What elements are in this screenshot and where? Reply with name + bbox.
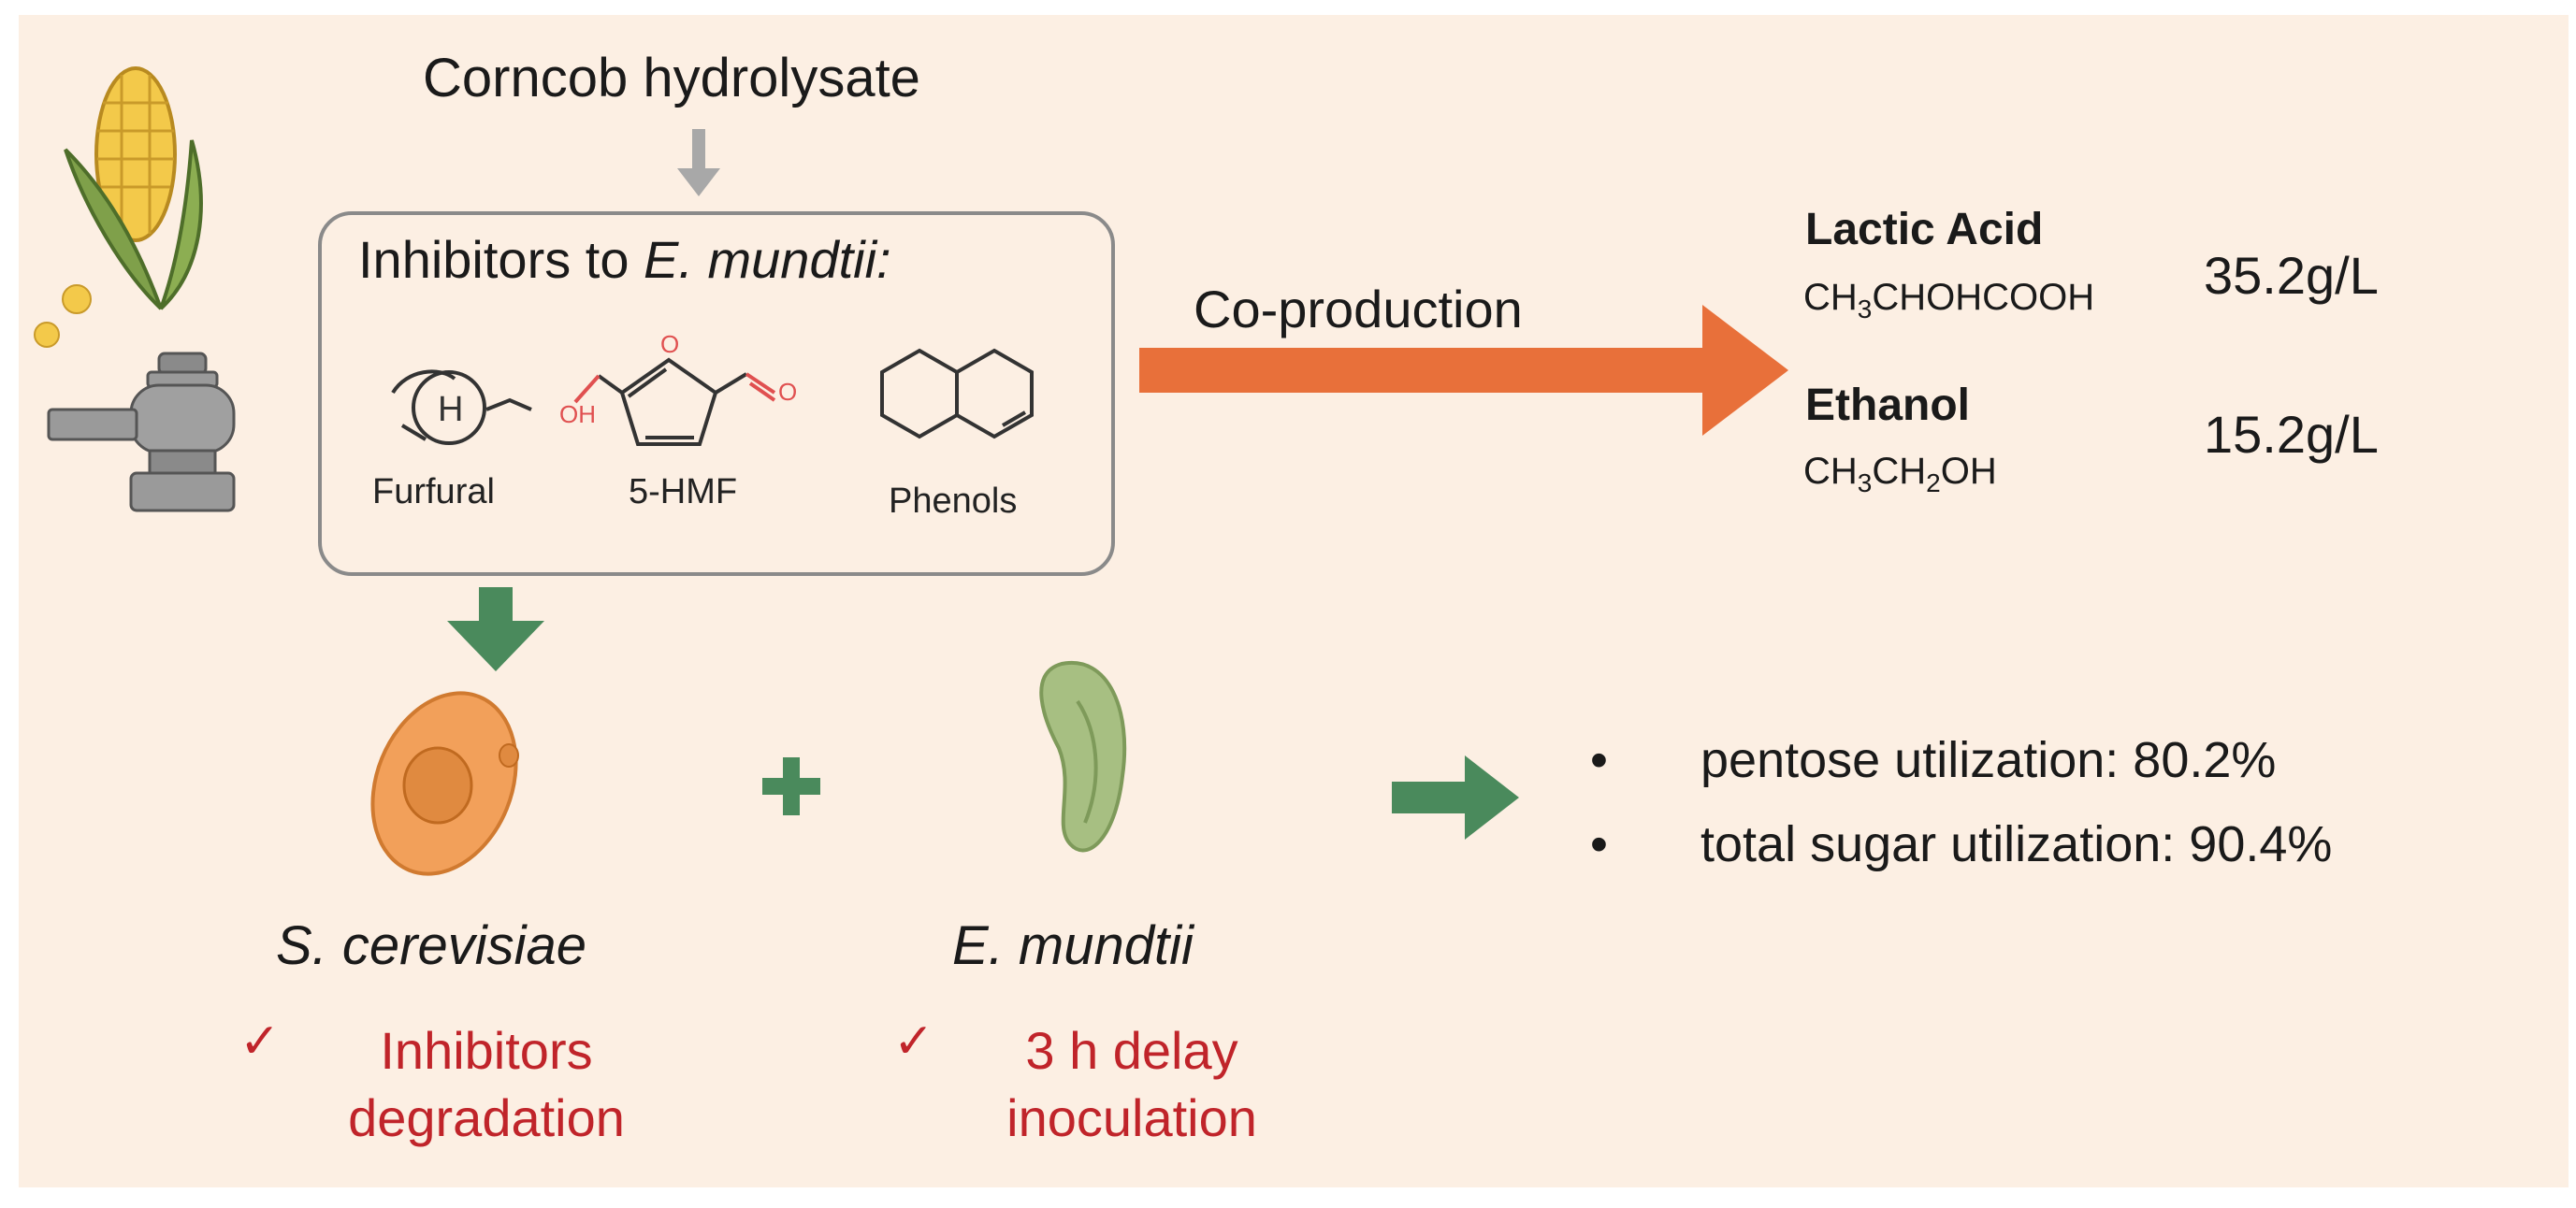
- result-bullet-2: •: [1590, 816, 1608, 872]
- input-arrow: [677, 129, 720, 196]
- plus-icon: [762, 757, 820, 815]
- result-item-pentose: pentose utilization: 80.2%: [1700, 732, 2277, 788]
- yeast-note: Inhibitors degradation: [309, 1017, 664, 1152]
- inhibitors-box: [318, 211, 1115, 576]
- grinder-icon: [47, 352, 236, 512]
- yeast-cell-icon: [370, 691, 519, 876]
- product-value-lactic: 35.2g/L: [2204, 246, 2379, 305]
- result-bullet-1: •: [1590, 732, 1608, 788]
- yeast-note-line2: degradation: [348, 1088, 625, 1147]
- bacterium-note-line2: inoculation: [1006, 1088, 1257, 1147]
- result-item-total-sugar: total sugar utilization: 90.4%: [1700, 816, 2333, 872]
- bacterium-check-icon: ✓: [893, 1014, 934, 1069]
- down-arrow: [447, 587, 544, 671]
- bacterium-icon: [1039, 660, 1127, 853]
- molecule-label-hmf: 5-HMF: [629, 472, 738, 511]
- hmf-oh-glyph: OH: [559, 400, 596, 428]
- yeast-note-line1: Inhibitors: [380, 1021, 593, 1080]
- organism-bacterium-name: E. mundtii: [952, 915, 1194, 976]
- coproduction-arrow: [1139, 305, 1788, 436]
- hmf-o-ald-glyph: O: [778, 378, 797, 406]
- inhibitors-title-prefix: Inhibitors to: [358, 230, 644, 289]
- product-formula-ethanol: CH3CH2OH: [1803, 451, 1997, 497]
- organism-yeast-name: S. cerevisiae: [276, 915, 587, 976]
- hmf-structure: [573, 357, 776, 446]
- yeast-check-icon: ✓: [239, 1014, 281, 1069]
- inhibitors-title: Inhibitors to E. mundtii:: [358, 229, 891, 290]
- hmf-o-ring-glyph: O: [660, 330, 679, 358]
- diagram-panel: [19, 15, 2569, 1187]
- phenols-structure: [880, 348, 1034, 439]
- product-formula-lactic: CH3CHOHCOOH: [1803, 277, 2095, 324]
- corn-icon: [34, 66, 203, 348]
- inhibitors-title-species: E. mundtii:: [644, 230, 891, 289]
- product-name-ethanol: Ethanol: [1805, 381, 1970, 430]
- input-label: Corncob hydrolysate: [423, 48, 920, 108]
- furfural-h-glyph: H: [438, 390, 463, 429]
- molecule-label-phenols: Phenols: [889, 482, 1018, 521]
- process-label: Co-production: [1194, 280, 1523, 338]
- product-name-lactic: Lactic Acid: [1805, 205, 2044, 254]
- bacterium-note: 3 h delay inoculation: [963, 1017, 1300, 1152]
- product-value-ethanol: 15.2g/L: [2204, 405, 2379, 464]
- molecule-label-furfural: Furfural: [372, 472, 495, 511]
- bacterium-note-line1: 3 h delay: [1025, 1021, 1238, 1080]
- furfural-structure: [391, 369, 532, 445]
- result-arrow: [1392, 755, 1519, 840]
